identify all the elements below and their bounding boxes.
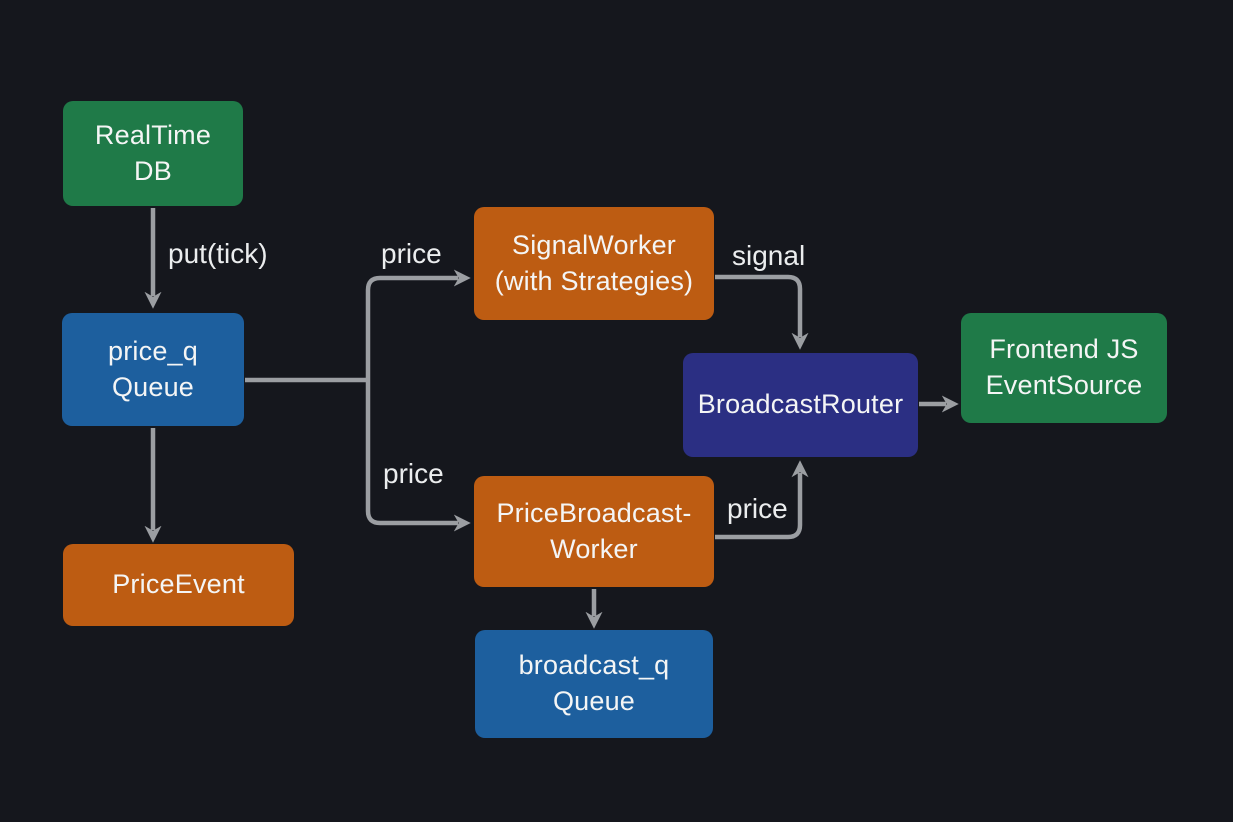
edge-label-price-lower: price <box>383 458 444 489</box>
edge-label-put-tick: put(tick) <box>168 238 268 269</box>
node-realtime-db: RealTime DB <box>63 101 243 206</box>
node-signal-worker: SignalWorker (with Strategies) <box>474 207 714 320</box>
arrow-signalworker-to-broadcastrouter <box>715 274 809 350</box>
node-broadcast-q-queue: broadcast_q Queue <box>475 630 713 738</box>
node-broadcast-router: BroadcastRouter <box>683 353 918 457</box>
node-frontend-js-eventsource: Frontend JS EventSource <box>961 313 1167 423</box>
edge-label-price-right: price <box>727 493 788 524</box>
edge-label-price-upper: price <box>381 238 442 269</box>
arrow-priceq-to-pricebroadcastworker <box>365 380 471 532</box>
node-price-event: PriceEvent <box>63 544 294 626</box>
edge-label-signal: signal <box>732 240 806 271</box>
arrow-priceq-to-signalworker <box>365 269 471 380</box>
node-price-broadcast-worker: PriceBroadcast- Worker <box>474 476 714 587</box>
node-price-q-queue: price_q Queue <box>62 313 244 426</box>
